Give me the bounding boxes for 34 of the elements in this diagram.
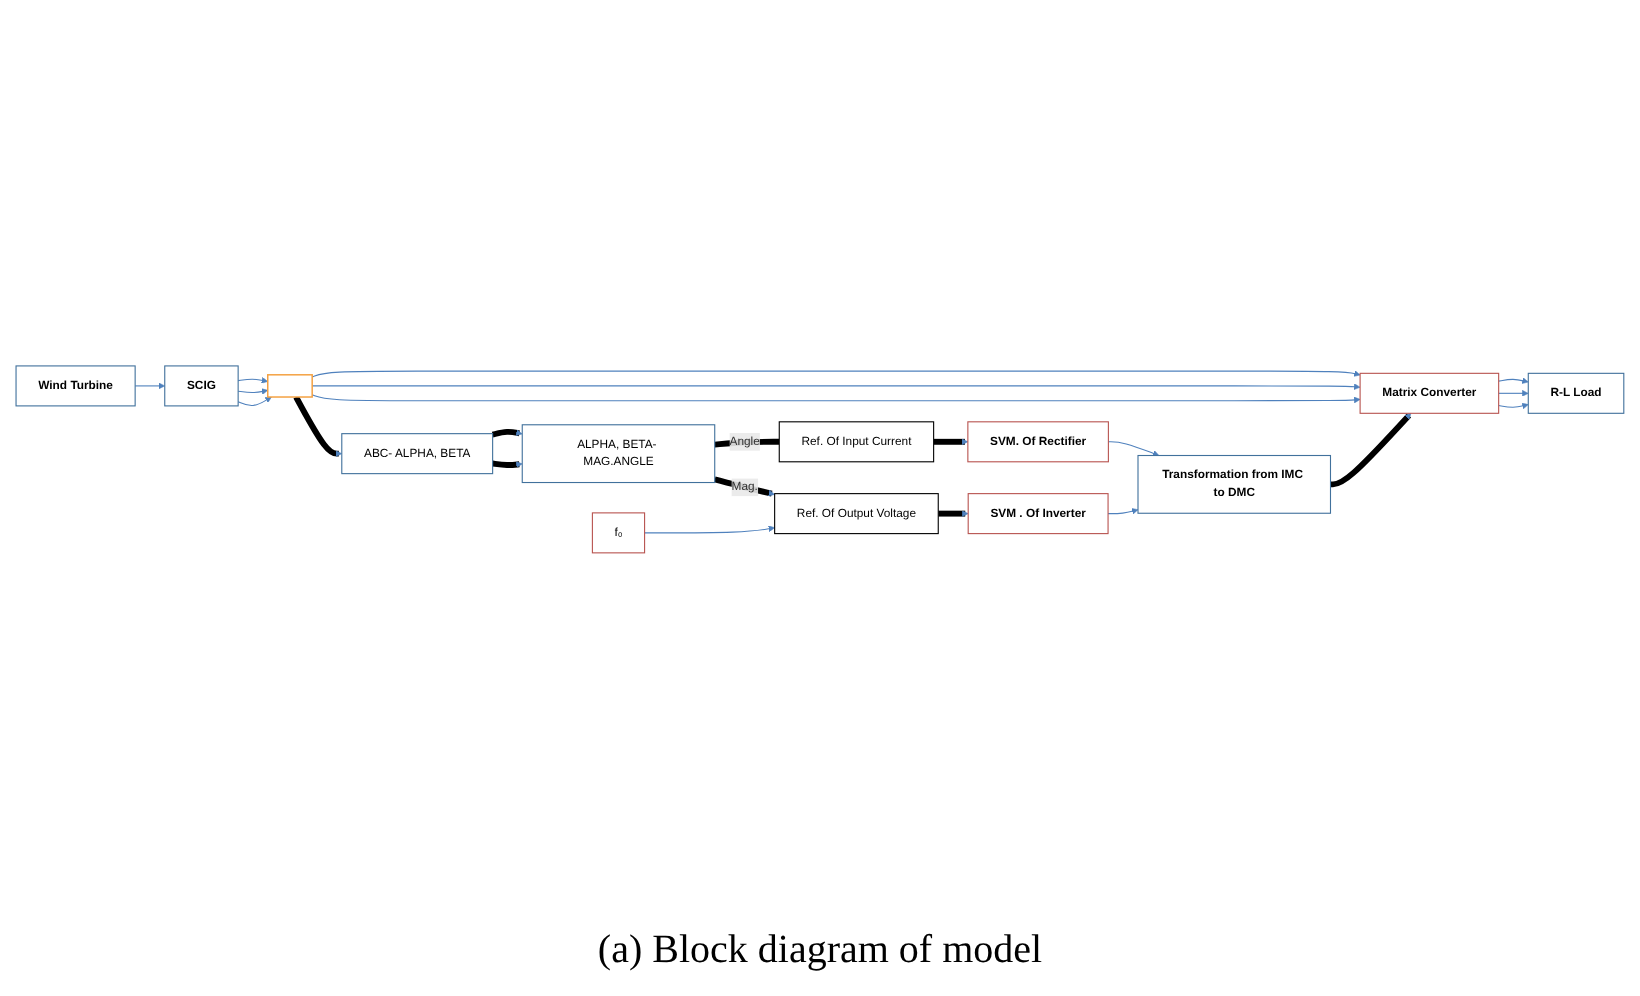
node-box xyxy=(591,512,646,554)
node-box xyxy=(341,433,494,475)
arrow xyxy=(644,526,775,534)
arrow xyxy=(311,384,1361,391)
arrow xyxy=(714,477,775,498)
node-box xyxy=(967,421,1109,463)
node-bar xyxy=(267,374,313,399)
node-box xyxy=(774,493,939,535)
node-box xyxy=(15,365,136,408)
node-box xyxy=(1137,455,1332,515)
arrow xyxy=(933,439,969,446)
node-box xyxy=(164,365,239,408)
arrow xyxy=(492,461,523,469)
arrow xyxy=(1330,413,1412,488)
arrow xyxy=(1498,378,1529,385)
arrow xyxy=(1498,390,1529,398)
arrow xyxy=(134,383,166,390)
arrow xyxy=(293,396,343,458)
arrow xyxy=(491,429,523,439)
arrow xyxy=(1107,441,1160,458)
caption: (a) Block diagram of model xyxy=(597,928,1043,972)
arrow xyxy=(1107,508,1139,515)
arrow xyxy=(237,388,269,396)
arrow xyxy=(237,377,269,385)
arrow xyxy=(237,397,272,407)
arrow xyxy=(937,510,969,518)
node-box xyxy=(521,424,716,484)
node-box xyxy=(778,421,935,463)
node-box xyxy=(1359,373,1500,415)
node-box xyxy=(1527,373,1625,415)
arrow xyxy=(311,394,1361,404)
node-box xyxy=(967,493,1109,535)
arrow xyxy=(1498,403,1529,410)
arrow xyxy=(311,370,1361,379)
